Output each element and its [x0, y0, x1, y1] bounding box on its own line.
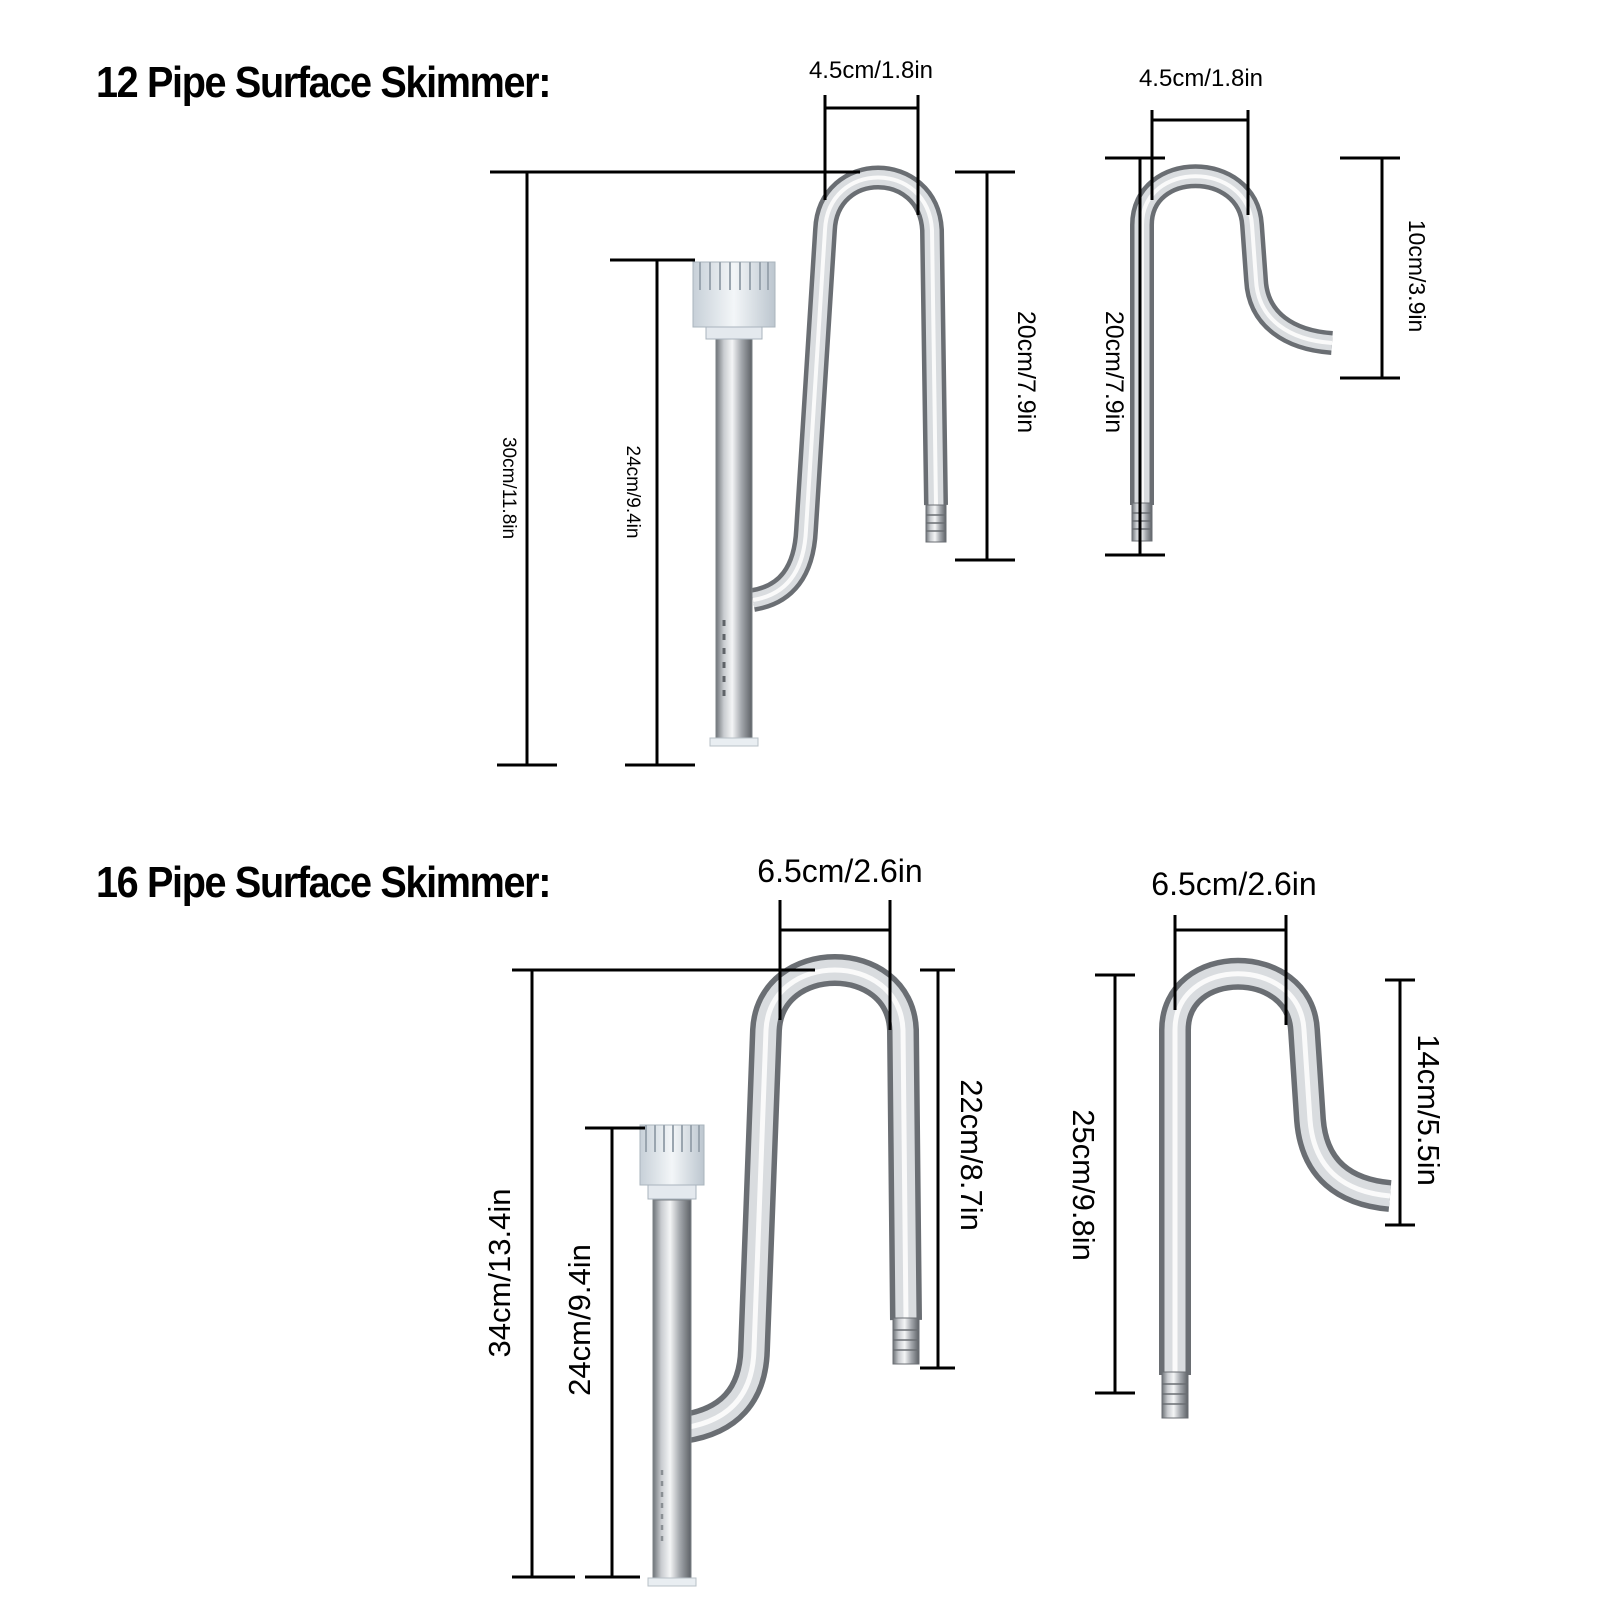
- label-12-total-height: 30cm/11.8in: [498, 437, 519, 539]
- inflow-pipe-12-strainer: [692, 261, 776, 328]
- inflow-pipe-16-nozzle: [892, 1317, 920, 1365]
- label-16-total-height: 34cm/13.4in: [482, 1189, 517, 1358]
- outflow-pipe-12-nozzle: [1131, 502, 1153, 542]
- label-12-outflow-height: 20cm/7.9in: [1100, 311, 1128, 433]
- outflow-pipe-16: [1159, 957, 1392, 1419]
- label-12-outlet-leg: 20cm/7.9in: [1012, 311, 1040, 433]
- inflow-pipe-12-body: [750, 165, 948, 612]
- outflow-pipe-12: [1130, 164, 1334, 542]
- label-12-outflow-width: 4.5cm/1.8in: [1139, 65, 1263, 92]
- label-16-inflow-width: 6.5cm/2.6in: [757, 853, 922, 889]
- label-16-outflow-height: 25cm/9.8in: [1066, 1109, 1101, 1261]
- label-12-intake-height: 24cm/9.4in: [622, 446, 643, 539]
- inflow-pipe-16-body: [680, 954, 922, 1444]
- inflow-pipe-12-intake-tube: [715, 334, 753, 741]
- label-16-intake-height: 24cm/9.4in: [562, 1244, 597, 1396]
- dimension-lines-12: [490, 95, 1400, 767]
- label-12-inflow-width: 4.5cm/1.8in: [809, 57, 933, 84]
- label-12-outflow-drop: 10cm/3.9in: [1404, 220, 1430, 333]
- inflow-pipe-16-intake-tube: [652, 1199, 692, 1581]
- section-heading-12-pipe: 12 Pipe Surface Skimmer:: [96, 58, 551, 107]
- inflow-pipe-12: [692, 165, 948, 747]
- label-16-outflow-drop: 14cm/5.5in: [1411, 1034, 1446, 1186]
- label-16-outflow-width: 6.5cm/2.6in: [1151, 866, 1316, 902]
- section-heading-16-pipe: 16 Pipe Surface Skimmer:: [96, 858, 551, 907]
- label-16-outlet-leg: 22cm/8.7in: [954, 1079, 989, 1231]
- outflow-pipe-16-body: [1159, 957, 1392, 1375]
- dimension-lines-16: [512, 900, 1415, 1579]
- outflow-pipe-16-nozzle: [1161, 1371, 1189, 1419]
- inflow-pipe-16: [639, 954, 922, 1587]
